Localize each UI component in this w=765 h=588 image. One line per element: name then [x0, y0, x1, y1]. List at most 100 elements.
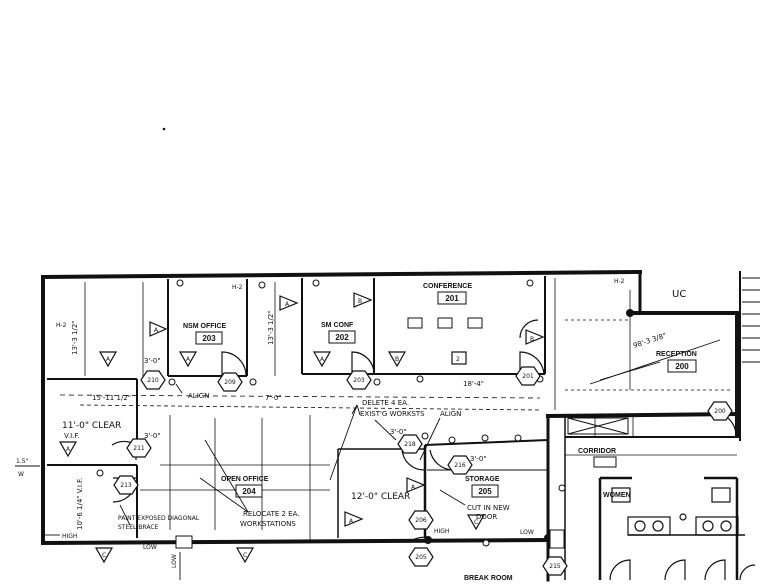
room-name-storage: STORAGE — [465, 476, 500, 483]
note-low-1: LOW — [143, 544, 157, 551]
svg-text:A: A — [349, 518, 354, 525]
marker-c-3: C — [466, 514, 486, 531]
interior-walls — [47, 276, 745, 580]
exterior-walls — [40, 269, 741, 582]
svg-text:A: A — [154, 327, 159, 334]
leader-lines — [15, 339, 721, 580]
svg-text:A: A — [106, 356, 111, 363]
svg-text:C: C — [243, 552, 247, 559]
dim-text: 13'-3 1/2" — [267, 310, 275, 345]
marker-a-8: A — [344, 511, 364, 527]
marker-b-2: B — [387, 351, 407, 368]
marker-a-7: A — [406, 477, 426, 493]
room-name-sm-conf: SM CONF — [321, 322, 354, 329]
svg-text:C: C — [474, 519, 478, 526]
room-name-women: WOMEN — [603, 492, 631, 499]
note-left-1: 1.5" — [16, 458, 29, 465]
svg-text:B: B — [530, 336, 534, 343]
note-hc: H-2 — [232, 284, 243, 291]
room-number-205: 205 — [478, 487, 492, 496]
room-name-corridor: CORRIDOR — [578, 448, 616, 455]
door-tag-206: 206 — [408, 510, 434, 530]
room-number-200: 200 — [675, 362, 689, 371]
marker-a-6: A — [58, 441, 78, 458]
door-tag-218: 218 — [397, 434, 423, 454]
note-left-2: W — [18, 471, 24, 478]
door-tag-216: 216 — [447, 455, 473, 475]
door-tag-215: 215 — [542, 556, 568, 576]
svg-text:200: 200 — [714, 408, 726, 415]
room-name-break-room: BREAK ROOM — [464, 575, 513, 582]
note-relocate-1: RELOCATE 2 EA. — [243, 510, 300, 518]
room-name-nsm-office: NSM OFFICE — [183, 323, 226, 330]
marker-a-5: A — [149, 321, 168, 337]
marker-b-3: B — [525, 329, 545, 345]
conference-furniture — [407, 317, 483, 329]
outlet-box — [175, 535, 193, 549]
svg-text:A: A — [411, 484, 416, 491]
svg-text:B: B — [358, 298, 362, 305]
door-tag-205: 205 — [408, 547, 434, 567]
note-existing: EXIST'G WORKSTS — [360, 410, 425, 418]
note-cut-2: DOOR — [476, 513, 497, 521]
dim-text: 3'-0" — [144, 432, 161, 440]
note-uc: UC — [672, 289, 686, 300]
svg-text:210: 210 — [147, 377, 159, 384]
marker-c-2: C — [235, 547, 255, 564]
door-tag-210: 210 — [140, 370, 166, 390]
door-tag-211: 211 — [126, 438, 152, 458]
note-align-1: ALIGN — [188, 392, 209, 400]
note-vif: V.I.F. — [64, 432, 80, 440]
svg-text:209: 209 — [224, 379, 236, 386]
door-tag-203: 203 — [346, 370, 372, 390]
note-hc: H-2 — [56, 322, 67, 329]
note-high-1: HIGH — [62, 533, 77, 540]
room-name-open-office: OPEN OFFICE — [221, 476, 269, 483]
marker-2: 2 — [451, 351, 467, 365]
door-tag-201: 201 — [515, 366, 541, 386]
room-number-201: 201 — [445, 294, 459, 303]
svg-text:206: 206 — [415, 517, 427, 524]
svg-text:216: 216 — [454, 462, 466, 469]
note-delete: DELETE 4 EA. — [362, 399, 409, 407]
svg-text:A: A — [186, 356, 191, 363]
restroom-fixtures — [611, 487, 739, 536]
svg-text:A: A — [66, 446, 71, 453]
marker-a-4: A — [312, 351, 332, 368]
x-box — [567, 417, 629, 435]
marker-a-3: A — [178, 351, 198, 368]
dim-text: 7'-0" — [265, 394, 282, 402]
svg-text:C: C — [102, 552, 106, 559]
note-paint-1: PAINT EXPOSED DIAGONAL — [118, 515, 200, 522]
column-symbols — [96, 279, 566, 547]
note-clear-1: 11'-0" CLEAR — [62, 421, 121, 431]
note-paint-2: STEEL BRACE — [118, 524, 159, 531]
note-low-2: LOW — [520, 529, 534, 536]
marker-b-1: B — [353, 292, 373, 308]
svg-text:215: 215 — [549, 563, 561, 570]
room-name-conference: CONFERENCE — [423, 283, 472, 290]
dim-text: 13'-3 1/2" — [71, 320, 79, 355]
room-number-203: 203 — [202, 334, 216, 343]
room-number-204: 204 — [242, 487, 256, 496]
room-number-202: 202 — [335, 333, 349, 342]
door-tag-209: 209 — [217, 372, 243, 392]
door-tag-200: 200 — [707, 401, 733, 421]
marker-a-2: A — [98, 351, 118, 368]
svg-text:A: A — [285, 301, 290, 308]
stair-hatch — [742, 277, 760, 363]
svg-text:A: A — [320, 356, 325, 363]
svg-text:213: 213 — [120, 482, 132, 489]
junction-dots — [134, 309, 634, 544]
note-relocate-2: WORKSTATIONS — [240, 520, 296, 528]
partitions — [59, 278, 737, 540]
dim-text: 98'-3 3/8" — [632, 332, 667, 350]
note-cut-1: CUT IN NEW — [467, 504, 510, 512]
svg-text:218: 218 — [404, 441, 416, 448]
dim-text: 15'-11 1/2" — [92, 394, 131, 402]
note-align-2: ALIGN — [440, 410, 461, 418]
svg-text:B: B — [395, 356, 399, 363]
svg-text:201: 201 — [522, 373, 534, 380]
note-hc: H-2 — [614, 278, 625, 285]
